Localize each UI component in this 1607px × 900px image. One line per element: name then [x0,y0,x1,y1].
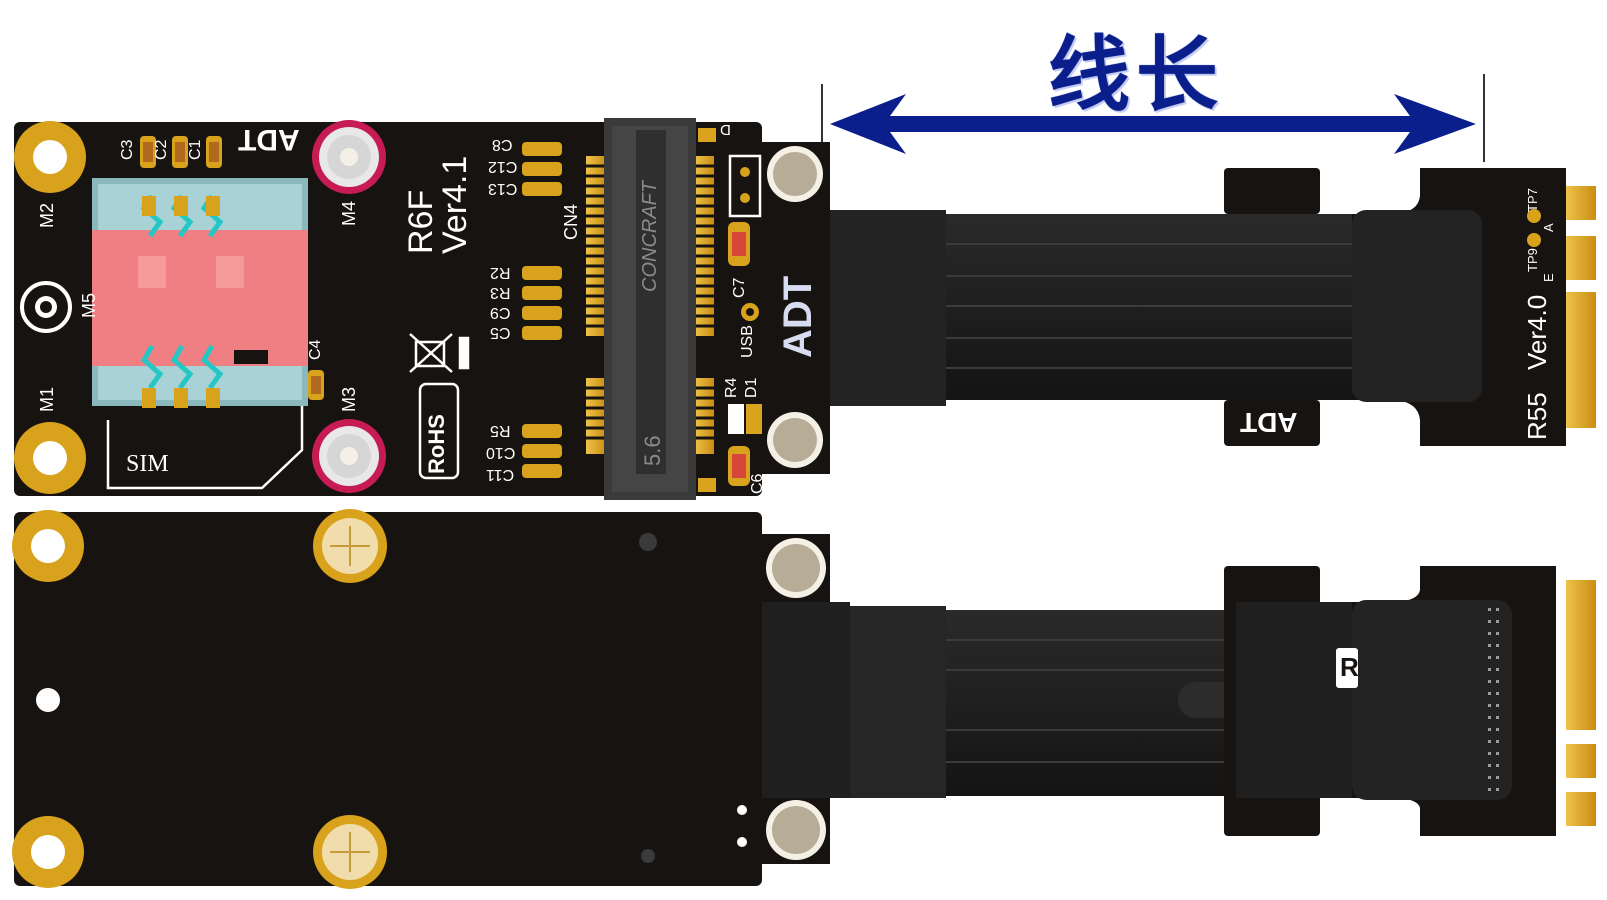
label-r4: R4 [723,377,740,398]
mounting-hole-m5 [20,281,72,333]
bottom-mounting-holes [12,509,747,889]
label-c11: C11 [486,466,515,483]
label-tp9: TP9 [1525,248,1540,272]
bottom-partial-label: R [1340,652,1359,682]
label-m2: M2 [37,202,57,228]
cable-brand-label: ADT [776,275,820,358]
sim-label: SIM [126,451,169,477]
capacitor-c4 [308,370,324,400]
label-c10: C10 [486,444,516,461]
capacitor-c6 [728,446,750,486]
label-c2: C2 [153,139,170,160]
label-c1: C1 [187,139,204,160]
label-r2: R2 [490,264,511,281]
label-m3: M3 [339,386,359,412]
weee-bin-icon [409,333,470,373]
label-c3: C3 [119,139,136,160]
label-m1: M1 [37,386,57,412]
component-group-middle [522,266,562,340]
label-tp4: USB [739,325,756,358]
label-r5: R5 [490,422,511,439]
label-r3: R3 [490,284,511,301]
length-dimension-arrow [821,74,1485,162]
mounting-hole-m3 [312,419,386,493]
bottom-pcb-board [14,512,830,886]
cable-length-title: 线长 [1048,28,1225,123]
usb-jumper-header [728,154,762,218]
bottom-ribbon-cable [762,566,1352,836]
label-c9: C9 [490,304,511,321]
bottom-m2-end-board [1336,566,1596,836]
test-point-tp4 [741,303,759,321]
connector-brand-label: CONCRAFT [639,180,661,292]
end-board-version-label: Ver4.0 [1522,294,1552,370]
rohs-mark [418,382,460,480]
top-m2-end-board [1352,168,1596,446]
label-m4: M4 [339,200,359,226]
top-board-cable-mount-holes [767,146,823,468]
label-c13: C13 [488,180,518,197]
resistor-r4-diode-d1 [728,404,762,434]
board-version-label: Ver4.1 [436,155,474,254]
label-c4: C4 [307,339,324,360]
sim-card-slot [92,178,308,490]
label-c12: C12 [488,158,518,175]
connector-cn4-label: CN4 [561,203,581,240]
label-key-a: A [1541,223,1556,232]
capacitor-c7 [728,222,750,266]
label-usb: D [720,121,731,138]
end-board-model-label: R55 [1522,392,1552,440]
label-c6: C6 [749,473,766,494]
component-group-upper [522,142,562,196]
label-c8: C8 [492,136,513,153]
connector-size-label: 5.6 [640,435,665,466]
bottom-board-cable-mount-holes [766,538,826,860]
mounting-hole-m2 [14,121,86,193]
label-key-e: E [1541,273,1556,282]
label-c7: C7 [731,277,748,298]
cable-tab-brand-label: ADT [1240,407,1298,438]
top-board-brand-label: ADT [238,123,300,156]
mounting-hole-m1 [14,422,86,494]
rohs-label: RoHS [424,414,449,474]
capacitors-c1-c3 [140,136,222,168]
label-c5: C5 [490,324,511,341]
top-ribbon-cable [830,168,1352,446]
label-tp7: TP7 [1525,188,1540,212]
label-d1: D1 [743,377,760,398]
component-group-lower [522,424,562,478]
label-m5: M5 [79,292,99,318]
mounting-hole-m4 [312,120,386,194]
board-model-label: R6F [402,189,440,254]
connector-cn4 [586,118,716,500]
